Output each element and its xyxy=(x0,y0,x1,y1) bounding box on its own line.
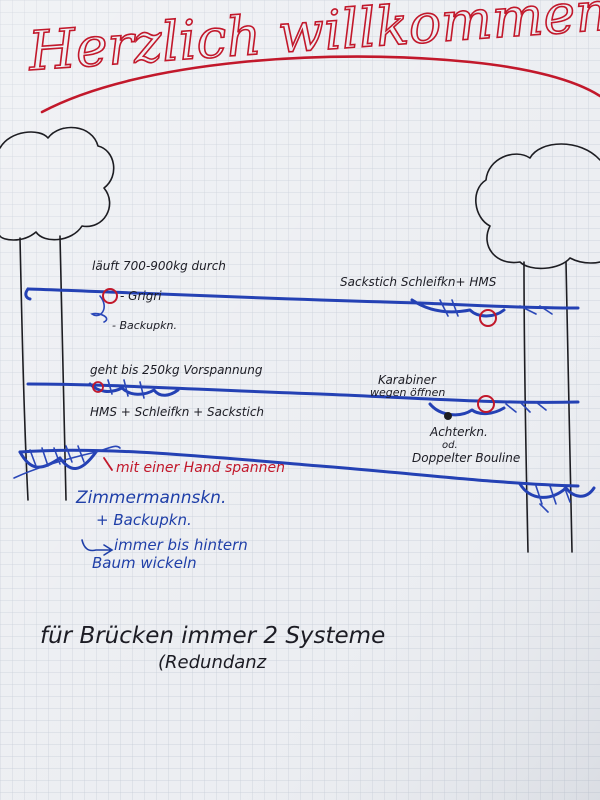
rope-system-2 xyxy=(26,379,580,420)
one-hand-arrow xyxy=(103,457,113,471)
label-backup-knot: - Backupkn. xyxy=(112,319,177,332)
label-double-bowline: Doppelter Bouline xyxy=(412,451,520,465)
label-redundancy: (Redundanz xyxy=(158,652,267,673)
label-pretension: geht bis 250kg Vorspannung xyxy=(90,363,263,377)
grigri-device xyxy=(102,288,118,304)
carabiner-middle xyxy=(477,395,495,413)
right-tree xyxy=(475,143,600,553)
rope-system-1 xyxy=(24,287,580,327)
label-always-wrap: immer bis hintern xyxy=(114,536,248,554)
label-top-right-knots: Sackstich Schleifkn+ HMS xyxy=(340,275,497,289)
label-plus-backup: + Backupkn. xyxy=(96,511,192,529)
title-underline xyxy=(40,55,600,114)
label-eight-knot: Achterkn. xyxy=(429,425,488,439)
label-carpenter-knot: Zimmermannskn. xyxy=(75,488,226,508)
label-wrap-tree: Baum wickeln xyxy=(92,554,197,572)
label-grigri: - Grigri xyxy=(120,289,162,303)
label-middle-knots: HMS + Schleifkn + Sackstich xyxy=(90,405,264,419)
label-grigri-runs: läuft 700-900kg durch xyxy=(92,259,226,273)
arrow-icon xyxy=(81,539,114,556)
hms-knot-marker xyxy=(92,381,104,393)
label-carabiner-line2: wegen öffnen xyxy=(370,386,445,399)
carabiner-top xyxy=(479,309,497,327)
left-tree xyxy=(0,126,115,501)
label-one-hand: mit einer Hand spannen xyxy=(116,460,285,476)
label-carabiner: Karabiner xyxy=(378,373,437,387)
eight-knot-marker xyxy=(444,412,452,420)
rope-system-3 xyxy=(13,445,596,513)
label-bridges-rule: für Brücken immer 2 Systeme xyxy=(40,623,385,649)
label-or: od. xyxy=(442,440,458,451)
